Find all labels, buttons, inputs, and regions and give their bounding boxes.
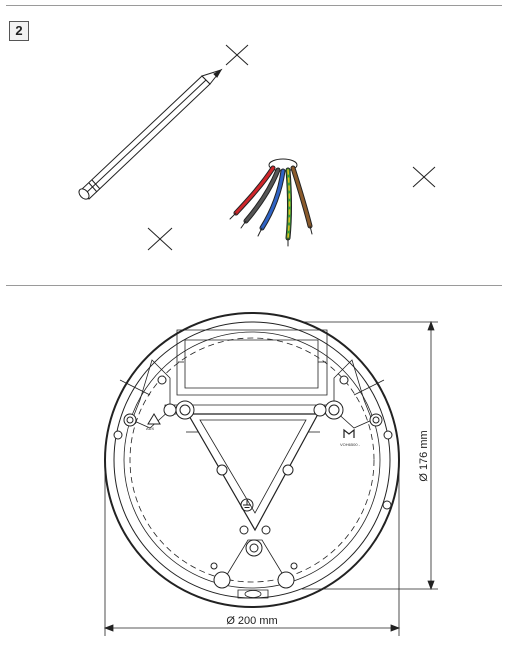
inner-dashed-circle <box>129 337 375 583</box>
top-divider <box>6 5 502 6</box>
pencil-icon <box>78 68 223 200</box>
cross-mark-right <box>412 166 436 188</box>
marking-left: AUX <box>146 426 155 431</box>
cross-mark-top <box>225 44 249 66</box>
cable-bundle-icon <box>229 158 313 247</box>
step-number-badge: 2 <box>9 21 29 41</box>
logo-icon <box>343 428 355 438</box>
cross-mark-bottom <box>147 227 173 251</box>
dimension-lines <box>103 320 438 636</box>
warning-icon <box>147 413 161 425</box>
inner-diameter-label: Ø 176 mm <box>418 430 430 481</box>
ground-icon <box>240 498 254 512</box>
middle-divider <box>6 285 502 286</box>
mounting-plate <box>104 312 400 608</box>
marking-right: VOH6500 - <box>340 442 361 447</box>
screw-holes <box>113 375 393 589</box>
outer-diameter-label: Ø 200 mm <box>226 615 277 627</box>
